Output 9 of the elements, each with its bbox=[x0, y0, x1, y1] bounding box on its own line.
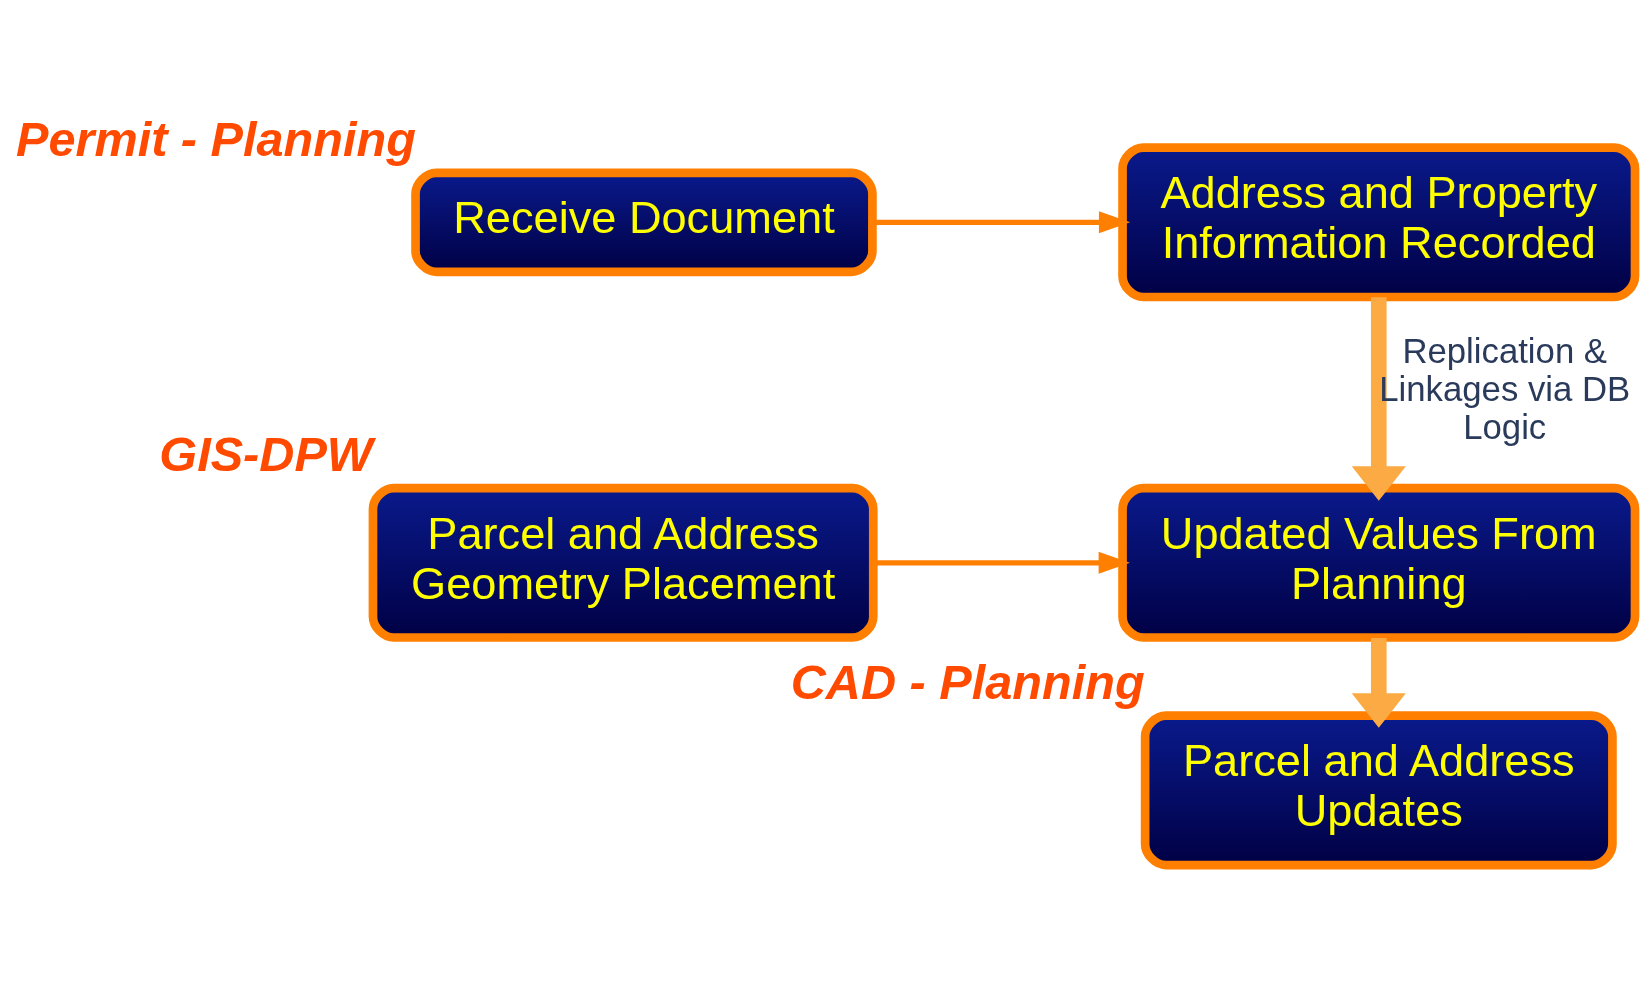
node-box: Parcel and Address Updates bbox=[1140, 711, 1617, 870]
arrow bbox=[1351, 297, 1406, 501]
node-label: Permit - Planning bbox=[15, 112, 416, 167]
node-box: Updated Values From Planning bbox=[1118, 483, 1640, 642]
arrow bbox=[1351, 637, 1406, 728]
node-box: Address and Property Information Recorded bbox=[1118, 143, 1640, 302]
node-label: CAD - Planning bbox=[790, 654, 1145, 709]
node-box: Receive Document bbox=[411, 168, 877, 277]
node-box: Parcel and Address Geometry Placement bbox=[368, 483, 878, 642]
